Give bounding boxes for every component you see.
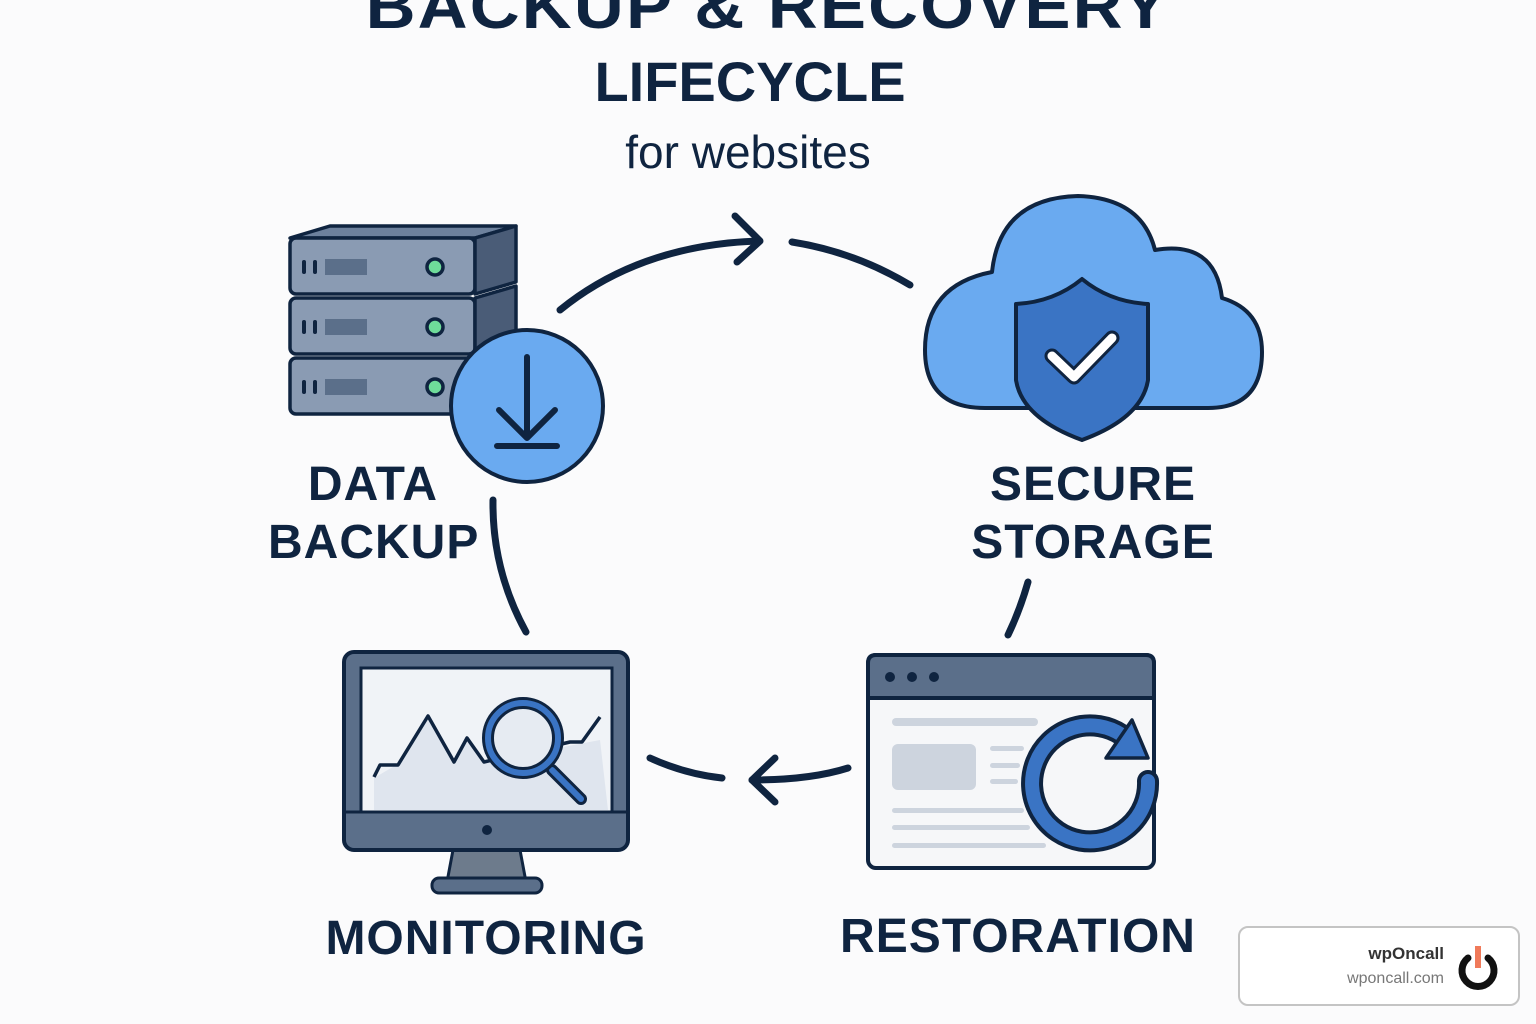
diagram-subtitle: LIFECYCLE [594, 50, 906, 113]
connector-storage-incoming [788, 238, 914, 289]
status-led [425, 377, 445, 397]
server-stack-icon [288, 224, 518, 416]
stage-label-line: SECURE [989, 458, 1197, 511]
connector-monitoring-incoming [646, 754, 726, 782]
brand-badge[interactable]: wpOncall wponcall.com [1238, 926, 1520, 1006]
cloud-shield-icon [923, 194, 1264, 442]
stage-label-restoration: RESTORATION [838, 908, 1198, 966]
refresh-icon [1021, 714, 1160, 853]
stage-label-line: DATA [307, 458, 439, 511]
stage-label-line: BACKUP [268, 516, 480, 569]
monitor-icon [342, 650, 630, 895]
stage-label-monitoring: MONITORING [316, 910, 656, 968]
status-led [425, 257, 445, 277]
stage-label-line: RESTORATION [840, 910, 1196, 963]
connector-monitoring-to-backup [489, 496, 530, 636]
stage-label-line: STORAGE [971, 516, 1215, 569]
arrowhead-to-monitoring [748, 754, 779, 806]
connector-storage-to-restoration [1004, 578, 1032, 639]
connector-backup-to-storage [556, 237, 762, 314]
stage-label-data-backup: DATA BACKUP [268, 456, 478, 572]
download-icon [449, 328, 605, 484]
connector-restoration-to-monitoring [748, 764, 852, 784]
browser-window-icon [866, 653, 1156, 870]
flow-connectors [489, 212, 1032, 806]
brand-name: wpOncall [1368, 944, 1444, 963]
stage-label-line: MONITORING [325, 912, 647, 965]
diagram-tagline: for websites [625, 126, 871, 178]
activity-chart [372, 714, 602, 778]
power-icon [1458, 946, 1498, 990]
magnifier-icon [482, 697, 587, 805]
diagram-title: BACKUP & RECOVERY [365, 0, 1171, 42]
status-led [425, 317, 445, 337]
arrowhead-to-storage [731, 212, 764, 266]
stage-label-secure-storage: SECURE STORAGE [970, 456, 1216, 572]
brand-url[interactable]: wponcall.com [1347, 970, 1444, 987]
